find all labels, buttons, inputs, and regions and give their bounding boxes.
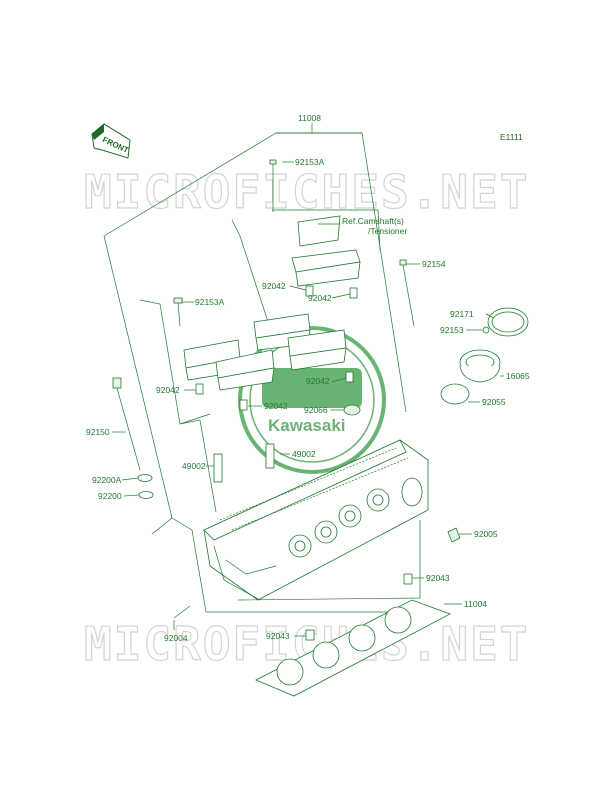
label-ref-line2: /Tensioner	[368, 226, 407, 236]
bolt-92154	[399, 259, 415, 327]
dowel-92042-e	[345, 371, 354, 383]
label-92150: 92150	[86, 427, 110, 437]
label-16065: 16065	[506, 371, 530, 381]
label-92153: 92153	[440, 325, 464, 335]
camshaft-cap-top	[291, 215, 361, 287]
leader-lines	[112, 161, 504, 637]
holder-16065	[459, 349, 501, 383]
watermark-top: MICROFICHES.NET	[84, 165, 529, 219]
dowel-92042-d	[239, 399, 248, 411]
label-92042-c: 92042	[156, 385, 180, 395]
label-92200a: 92200A	[92, 475, 122, 485]
dowel-92042-b	[349, 287, 358, 299]
label-92004: 92004	[164, 633, 188, 643]
gasket-11004	[255, 599, 451, 697]
dowel-92043-b	[305, 629, 315, 641]
label-92171: 92171	[450, 309, 474, 319]
label-92055: 92055	[482, 397, 506, 407]
label-92066: 92066	[304, 405, 328, 415]
label-11008: 11008	[298, 113, 321, 123]
guide-49002-b	[265, 443, 275, 469]
plug-92005	[447, 527, 461, 543]
logo-text: Kawasaki	[268, 416, 346, 435]
stud-92004	[173, 605, 191, 619]
front-arrow-icon: FRONT	[91, 123, 131, 159]
label-92042-d: 92042	[264, 401, 288, 411]
label-11004: 11004	[464, 599, 487, 609]
dowel-92042-c	[195, 383, 204, 395]
bolt-92150	[112, 377, 141, 471]
label-92043-a: 92043	[426, 573, 450, 583]
bolt-92153a-top	[269, 159, 277, 212]
cylinder-head	[203, 439, 429, 601]
label-92005: 92005	[474, 529, 498, 539]
oring-92055	[440, 383, 470, 405]
dowel-92042-a	[305, 285, 314, 297]
plug-92066	[343, 404, 361, 416]
label-92154: 92154	[422, 259, 446, 269]
label-92042-b: 92042	[308, 293, 332, 303]
label-ref-line1: Ref.Camshaft(s)	[342, 216, 404, 226]
label-49002-a: 49002	[182, 461, 206, 471]
label-92153a-left: 92153A	[195, 297, 225, 307]
guide-49002-a	[213, 453, 223, 483]
label-92153a-top: 92153A	[295, 157, 325, 167]
washer-92200a	[137, 474, 153, 482]
washer-92200	[138, 491, 154, 499]
screw-92153	[482, 326, 490, 334]
diagram-code: E1111	[500, 132, 523, 142]
label-92042-a: 92042	[262, 281, 286, 291]
label-92043-b: 92043	[266, 631, 290, 641]
bolt-92153a-left	[173, 297, 183, 327]
label-49002-b: 49002	[292, 449, 316, 459]
label-92200: 92200	[98, 491, 122, 501]
dowel-92043-a	[403, 573, 413, 585]
camshaft-caps	[183, 313, 347, 391]
label-92042-e: 92042	[306, 376, 330, 386]
clamp-92171	[487, 307, 529, 337]
